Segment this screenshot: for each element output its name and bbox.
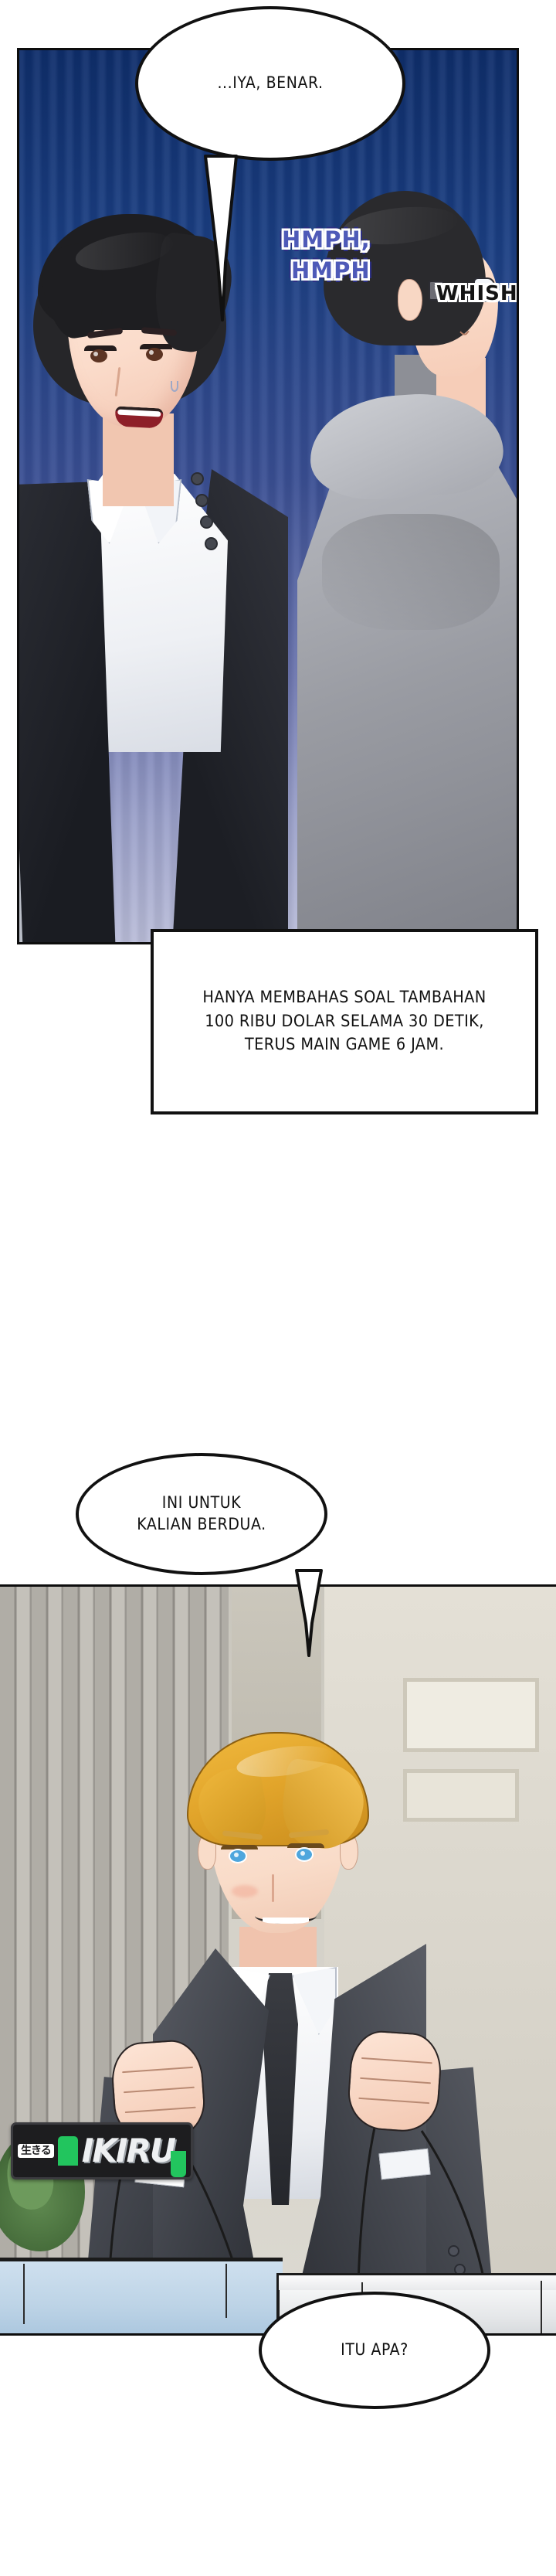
speech-bubble-1-tail (202, 155, 239, 323)
ikiru-logo: 生きる IKIRU (11, 2122, 193, 2180)
speech-bubble-2-text: INI UNTUK KALIAN BERDUA. (137, 1493, 266, 1533)
jacket-button (191, 472, 204, 485)
narration-box: HANYA MEMBAHAS SOAL TAMBAHAN 100 RIBU DO… (151, 929, 538, 1114)
speech-bubble-1: ...IYA, BENAR. (135, 6, 405, 161)
blond-character-eye-left (221, 1845, 258, 1865)
blond-character-smile (255, 1907, 317, 1924)
wall-frame-2 (403, 1769, 519, 1822)
wall-frame-1 (403, 1678, 539, 1752)
jacket-button (200, 516, 213, 529)
bag-crease (541, 2281, 542, 2333)
blond-character-cheek-blush (232, 1885, 258, 1897)
iris (295, 1847, 314, 1862)
iris (90, 349, 107, 362)
ikiru-logo-plate: 生きる IKIRU (11, 2122, 193, 2180)
shopping-bag-blue (0, 2258, 283, 2333)
bag-handle-right (357, 2116, 486, 2286)
blond-character-nose (272, 1874, 274, 1902)
blond-character-eye-right (287, 1843, 324, 1863)
glasses-right-lens (473, 277, 495, 302)
knuckle-line (124, 2106, 196, 2114)
blond-character-fist-right (345, 2029, 444, 2134)
ikiru-logo-green-hook (170, 2151, 186, 2177)
jacket-button (205, 537, 218, 550)
glasses-left-lens (429, 281, 444, 301)
bag-crease (225, 2264, 227, 2318)
speech-bubble-2-tail (293, 1569, 324, 1659)
sweat-drop-icon (171, 381, 178, 392)
main-character-hair-front (38, 214, 223, 330)
speech-bubble-2: INI UNTUK KALIAN BERDUA. (76, 1453, 327, 1575)
knuckle-line (122, 2066, 194, 2074)
main-character-jacket-left (19, 482, 116, 942)
jacket-button (195, 494, 208, 507)
sleeve-button (448, 2245, 459, 2257)
eyelid (221, 1845, 258, 1849)
speech-bubble-1-text: ...IYA, BENAR. (217, 73, 324, 93)
secondary-character-ear (398, 279, 422, 321)
eyelid (140, 344, 172, 349)
speech-bubble-3: ITU APA? (259, 2292, 490, 2409)
bag-crease (23, 2264, 25, 2324)
knuckle-line (358, 2097, 430, 2105)
knuckle-line (361, 2057, 432, 2064)
comic-panel-2 (0, 1584, 556, 2336)
ikiru-logo-word: IKIRU (81, 2132, 176, 2169)
narration-text: HANYA MEMBAHAS SOAL TAMBAHAN 100 RIBU DO… (202, 988, 486, 1055)
speech-bubble-3-text: ITU APA? (341, 2340, 409, 2360)
comic-panel-1: HMPH, HMPH WHISH (17, 48, 519, 944)
shopping-bag-white-top (276, 2273, 556, 2290)
sfx-hmph-1: HMPH, (282, 226, 371, 253)
knuckle-line (123, 2086, 195, 2094)
main-character-eye-right (140, 344, 172, 362)
ikiru-logo-green-mark (57, 2136, 78, 2166)
eyelid (84, 345, 117, 351)
sfx-whish: WHISH (436, 282, 518, 305)
iris (229, 1849, 247, 1863)
main-character-neck (103, 413, 174, 506)
sfx-hmph-2: HMPH (291, 257, 371, 284)
ikiru-logo-japanese: 生きる (18, 2144, 54, 2158)
glasses-bridge (442, 285, 475, 288)
hoodie-shadow (322, 514, 500, 630)
main-character-mouth (114, 406, 164, 429)
knuckle-line (360, 2077, 432, 2084)
eyelid (287, 1843, 324, 1848)
iris (146, 348, 163, 361)
secondary-character-hoodie (297, 418, 517, 942)
main-character-eye-left (84, 345, 117, 364)
